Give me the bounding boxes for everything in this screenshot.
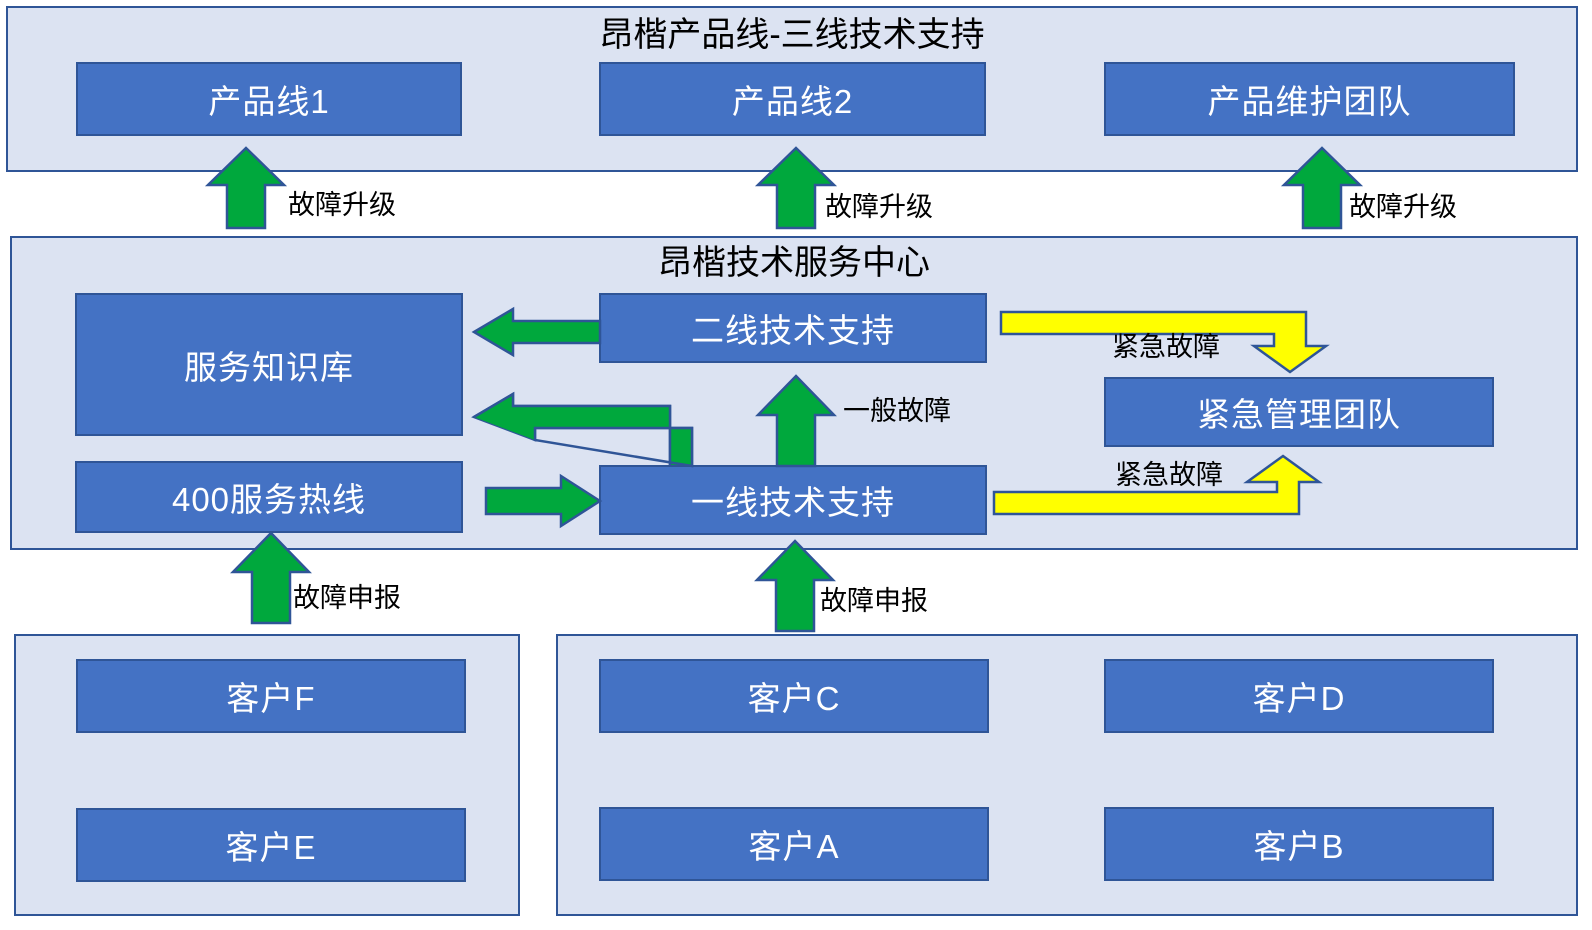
- label-report-left: 故障申报: [293, 583, 401, 613]
- node-customer-e[interactable]: 客户E: [76, 808, 466, 882]
- label-general-fault: 一般故障: [843, 396, 951, 426]
- label-report-right: 故障申报: [820, 586, 928, 616]
- label-escalate-3: 故障升级: [1349, 192, 1457, 222]
- node-customer-b[interactable]: 客户B: [1104, 807, 1494, 881]
- label-escalate-1: 故障升级: [288, 190, 396, 220]
- label-escalate-2: 故障升级: [825, 192, 933, 222]
- arrow-second-line-to-kb-icon: [471, 306, 602, 358]
- arrow-first-line-to-kb-icon: [471, 384, 694, 468]
- arrow-urgent-fault-up-icon: [992, 454, 1333, 517]
- group-product-line-title: 昂楷产品线-三线技术支持: [599, 16, 985, 54]
- arrow-urgent-fault-down-icon: [999, 310, 1330, 374]
- arrow-escalate-2-icon: [754, 146, 838, 230]
- node-product-maintenance-team[interactable]: 产品维护团队: [1104, 62, 1515, 136]
- node-service-knowledge-base[interactable]: 服务知识库: [75, 293, 463, 436]
- arrow-report-left-icon: [230, 531, 312, 625]
- node-first-line-support[interactable]: 一线技术支持: [599, 465, 987, 535]
- arrow-escalate-3-icon: [1280, 146, 1364, 230]
- arrow-escalate-1-icon: [204, 146, 288, 230]
- arrow-general-fault-icon: [755, 374, 837, 468]
- node-emergency-management-team[interactable]: 紧急管理团队: [1104, 377, 1494, 447]
- node-product-line-2[interactable]: 产品线2: [599, 62, 986, 136]
- node-customer-f[interactable]: 客户F: [76, 659, 466, 733]
- label-urgent-fault-up: 紧急故障: [1115, 460, 1223, 490]
- node-customer-d[interactable]: 客户D: [1104, 659, 1494, 733]
- node-customer-c[interactable]: 客户C: [599, 659, 989, 733]
- node-second-line-support[interactable]: 二线技术支持: [599, 293, 987, 363]
- node-product-line-1[interactable]: 产品线1: [76, 62, 462, 136]
- arrow-hotline-to-first-line-icon: [484, 473, 603, 529]
- arrow-report-right-icon: [754, 539, 836, 633]
- node-customer-a[interactable]: 客户A: [599, 807, 989, 881]
- group-service-center-title: 昂楷技术服务中心: [658, 244, 930, 282]
- label-urgent-fault-down: 紧急故障: [1112, 332, 1220, 362]
- node-400-service-hotline[interactable]: 400服务热线: [75, 461, 463, 533]
